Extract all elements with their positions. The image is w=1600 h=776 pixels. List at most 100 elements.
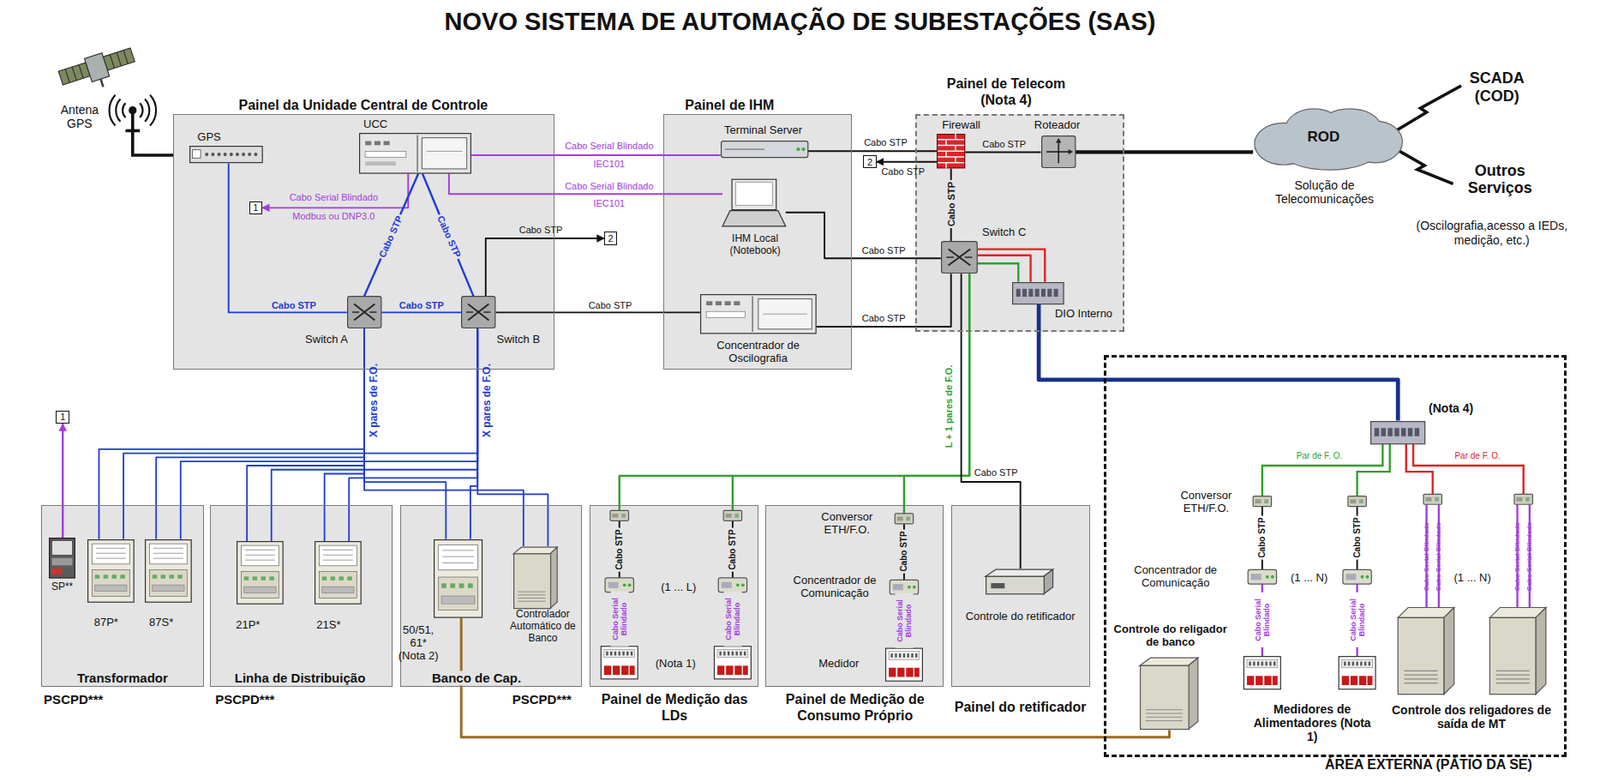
connector [785,212,941,259]
laptop-icon [722,178,786,228]
oscillography-concentrator: Concentrador de Oscilografia [700,293,817,334]
node-label: 87S* [149,616,174,630]
panel-fill [915,113,1125,332]
annotation: Cabo STP [1352,515,1363,560]
satellite-icon [57,43,140,98]
node-label: Transformador [77,670,168,685]
fiber-distribution-box: DIO Interno [1012,281,1065,305]
node-label: 21S* [316,617,341,631]
connector [904,273,970,505]
panel-box: Linha de DistribuiçãoPSCPD***21P*21S* [209,504,393,687]
ied-relay: 50/51, 61* (Nota 2) [433,539,483,618]
node-label: Terminal Server [724,124,803,138]
node-label: Painel de Medição das LDs [592,691,758,724]
annotation: Cabo Serial Blindado [1434,521,1443,591]
annotation: Cabo STP [1257,515,1268,560]
panel-box: Banco de Cap.PSCPD***50/51, 61* (Nota 2)… [400,504,582,687]
node-label: 1 [59,411,66,423]
ied-relay-icon [87,539,135,603]
node-label: (Nota 4) [1428,401,1474,415]
radio-link [1396,85,1462,131]
laptop: IHM Local (Notebook) [722,178,786,228]
fiber-wires [619,249,1524,514]
panel-fill [765,504,944,687]
annotation: (1 ... N) [1290,570,1328,584]
ied-relay: 87P* [87,539,135,603]
callout-box: 2 [604,231,618,245]
annotation: Cabo Serial Blindado [895,593,914,648]
connector [180,328,478,539]
annotation: Conversor ETH/F.O. [808,510,886,537]
annotation: (1 ... N) [1453,570,1491,584]
connector [449,173,723,194]
connector [324,328,365,541]
network-cloud: RODSolução de Telecomunicações [1252,107,1404,171]
annotation: (Nota 1) [655,656,696,670]
connector [485,238,605,296]
gps-antenna-icon [109,95,157,132]
connector [808,149,937,152]
connector [1038,304,1398,421]
annotation: Medidor [818,656,859,670]
node-label: Linha de Distribuição [234,670,366,685]
node-label: Concentrador de Oscilografia [691,339,825,366]
node-label: Switch A [305,333,348,347]
annotation: Par de F. O. [1454,450,1500,462]
node-label: ÁREA EXTERNA (PÁTIO DA SE) [1324,756,1533,773]
callout-box: 1 [55,410,69,424]
annotation: Cabo Serial Blindado [1513,521,1522,591]
network-switch: Switch C [940,240,978,274]
edge-label: Cabo STP [399,299,444,312]
connector [381,311,462,313]
node-label: 50/51, 61* (Nota 2) [395,623,442,663]
connector [262,173,408,208]
edge-label: X pares de F.O. [368,363,381,438]
edge-label: Cabo STP [519,224,564,236]
network-switch: Switch A [347,295,382,329]
connector [816,273,952,327]
annotation: Cabo Serial Blindado [610,591,629,647]
node-label: PSCPD*** [215,691,275,707]
edge-label: X pares de F.O. [481,363,494,438]
edge-label: Cabo STP [588,299,633,312]
connector [477,328,548,546]
connector [246,328,365,541]
annotation: Cabo Serial Blindado [1422,521,1431,591]
gps-receiver-icon [189,145,264,163]
node-label: DIO Interno [1054,306,1113,320]
connector [364,328,524,546]
annotation: Cabo Serial Blindado [1348,592,1367,648]
edge-label: Cabo STP [982,138,1026,150]
firewall-icon [936,133,965,168]
node-label: Firewall [941,119,981,132]
annotation: Medidores de Alimentadores (Nota 1) [1251,701,1374,744]
annotation: Conversor ETH/F.O. [1165,489,1247,516]
devices [600,493,1547,694]
connector [155,328,365,539]
node-label: Painel do retificador [952,699,1088,715]
node-label: UCC [363,118,388,132]
annotation: Cabo Serial Blindado [724,591,743,647]
connector [364,328,446,539]
edge-label: Cabo STP [880,166,925,178]
controller-cabinet-icon [513,545,558,610]
annotation: Cabo STP [727,527,738,571]
ied-relay-icon [144,539,192,603]
connector [271,328,479,541]
panel-fill [589,504,758,687]
ied-relay: 87S* [144,539,192,603]
node-label: Controle do religador de banco [1107,623,1235,649]
network-switch-icon [461,295,496,329]
firewall: Firewall [936,133,965,168]
connector [61,423,64,538]
connector [977,255,1031,282]
fiber-distribution-box-icon [1370,420,1426,444]
node-label: 21P* [235,617,260,631]
node-label: Solução de Telecomunicações [1258,178,1391,206]
callout-box: 2 [862,155,876,168]
node-label: PSCPD*** [512,691,572,707]
node-label: Banco de Cap. [430,670,523,685]
terminal-server-icon [720,140,809,158]
annotation: Concentrador de Comunicação [783,574,886,600]
node-label: 2 [867,155,873,168]
